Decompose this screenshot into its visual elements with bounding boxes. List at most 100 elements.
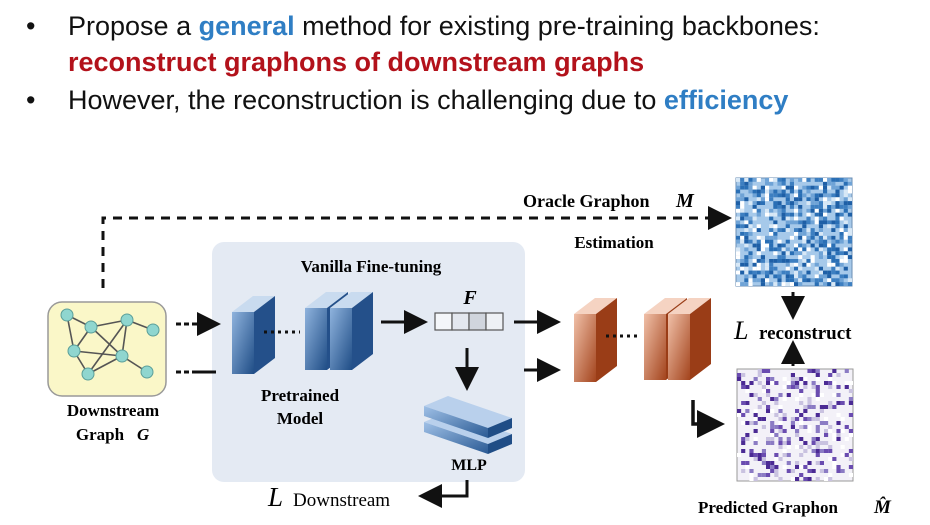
matrix-cell — [769, 235, 774, 240]
matrix-cell — [744, 232, 749, 236]
matrix-cell — [782, 429, 787, 433]
matrix-cell — [765, 278, 770, 283]
matrix-cell — [756, 189, 761, 194]
matrix-cell — [848, 465, 853, 469]
matrix-cell — [782, 397, 787, 401]
matrix-cell — [748, 201, 753, 205]
matrix-cell — [740, 216, 745, 221]
matrix-cell — [749, 469, 754, 473]
matrix-cell — [811, 405, 816, 409]
matrix-cell — [736, 189, 741, 194]
highlight-general: general — [198, 11, 295, 41]
matrix-cell — [835, 239, 840, 244]
matrix-cell — [802, 251, 807, 256]
matrix-cell — [736, 178, 741, 182]
matrix-cell — [781, 282, 786, 286]
matrix-cell — [843, 274, 848, 279]
matrix-cell — [831, 235, 836, 240]
matrix-cell — [740, 282, 745, 286]
matrix-cell — [770, 469, 775, 473]
matrix-cell — [740, 197, 745, 202]
bullet-list: • Propose a general method for existing … — [26, 8, 926, 118]
matrix-cell — [847, 181, 852, 186]
matrix-cell — [806, 197, 811, 202]
matrix-cell — [760, 239, 765, 244]
matrix-cell — [832, 457, 837, 461]
matrix-cell — [782, 417, 787, 421]
matrix-cell — [744, 185, 749, 190]
matrix-cell — [752, 205, 757, 209]
matrix-cell — [810, 255, 815, 259]
matrix-cell — [847, 228, 852, 232]
matrix-cell — [811, 385, 816, 389]
matrix-cell — [774, 453, 779, 457]
matrix-cell — [766, 437, 771, 441]
matrix-cell — [736, 201, 741, 205]
matrix-cell — [823, 205, 828, 209]
matrix-cell — [832, 393, 837, 397]
matrix-cell — [811, 441, 816, 445]
matrix-cell — [802, 228, 807, 232]
matrix-cell — [782, 449, 787, 453]
matrix-cell — [843, 228, 848, 232]
matrix-cell — [795, 477, 800, 481]
loss-downstream-symbol: L — [267, 482, 283, 512]
matrix-cell — [831, 255, 836, 259]
matrix-cell — [782, 453, 787, 457]
matrix-cell — [798, 228, 803, 232]
matrix-cell — [827, 193, 832, 198]
matrix-cell — [835, 208, 840, 213]
matrix-cell — [757, 417, 762, 421]
matrix-cell — [795, 397, 800, 401]
matrix-cell — [740, 270, 745, 275]
matrix-cell — [847, 235, 852, 240]
downstream-graph-label-2: Graph — [76, 425, 125, 444]
matrix-cell — [827, 220, 832, 225]
matrix-cell — [835, 224, 840, 229]
matrix-cell — [786, 393, 791, 397]
matrix-cell — [836, 465, 841, 469]
matrix-cell — [835, 220, 840, 225]
matrix-cell — [807, 401, 812, 405]
matrix-cell — [789, 185, 794, 190]
matrix-cell — [770, 377, 775, 381]
matrix-cell — [836, 421, 841, 425]
matrix-cell — [823, 197, 828, 202]
matrix-cell — [765, 243, 770, 248]
matrix-cell — [777, 270, 782, 275]
matrix-cell — [769, 193, 774, 198]
matrix-cell — [753, 409, 758, 413]
matrix-cell — [765, 189, 770, 194]
matrix-cell — [777, 178, 782, 182]
matrix-cell — [814, 201, 819, 205]
matrix-cell — [824, 441, 829, 445]
matrix-cell — [814, 185, 819, 190]
matrix-cell — [757, 453, 762, 457]
matrix-cell — [815, 477, 820, 481]
matrix-cell — [748, 224, 753, 229]
matrix-cell — [794, 185, 799, 190]
matrix-cell — [756, 262, 761, 267]
matrix-cell — [802, 178, 807, 182]
matrix-cell — [806, 259, 811, 263]
matrix-cell — [803, 417, 808, 421]
matrix-cell — [824, 417, 829, 421]
matrix-cell — [777, 243, 782, 248]
matrix-cell — [744, 247, 749, 252]
matrix-cell — [778, 425, 783, 429]
matrix-cell — [745, 385, 750, 389]
bullet-text: method for existing pre-training backbon… — [294, 11, 820, 41]
matrix-cell — [773, 178, 778, 182]
matrix-cell — [795, 429, 800, 433]
matrix-cell — [766, 393, 771, 397]
matrix-cell — [745, 409, 750, 413]
matrix-cell — [798, 270, 803, 275]
matrix-cell — [752, 274, 757, 279]
matrix-cell — [843, 235, 848, 240]
matrix-cell — [761, 385, 766, 389]
matrix-cell — [752, 185, 757, 190]
matrix-cell — [799, 401, 804, 405]
matrix-cell — [843, 259, 848, 263]
matrix-cell — [831, 247, 836, 252]
matrix-cell — [770, 409, 775, 413]
